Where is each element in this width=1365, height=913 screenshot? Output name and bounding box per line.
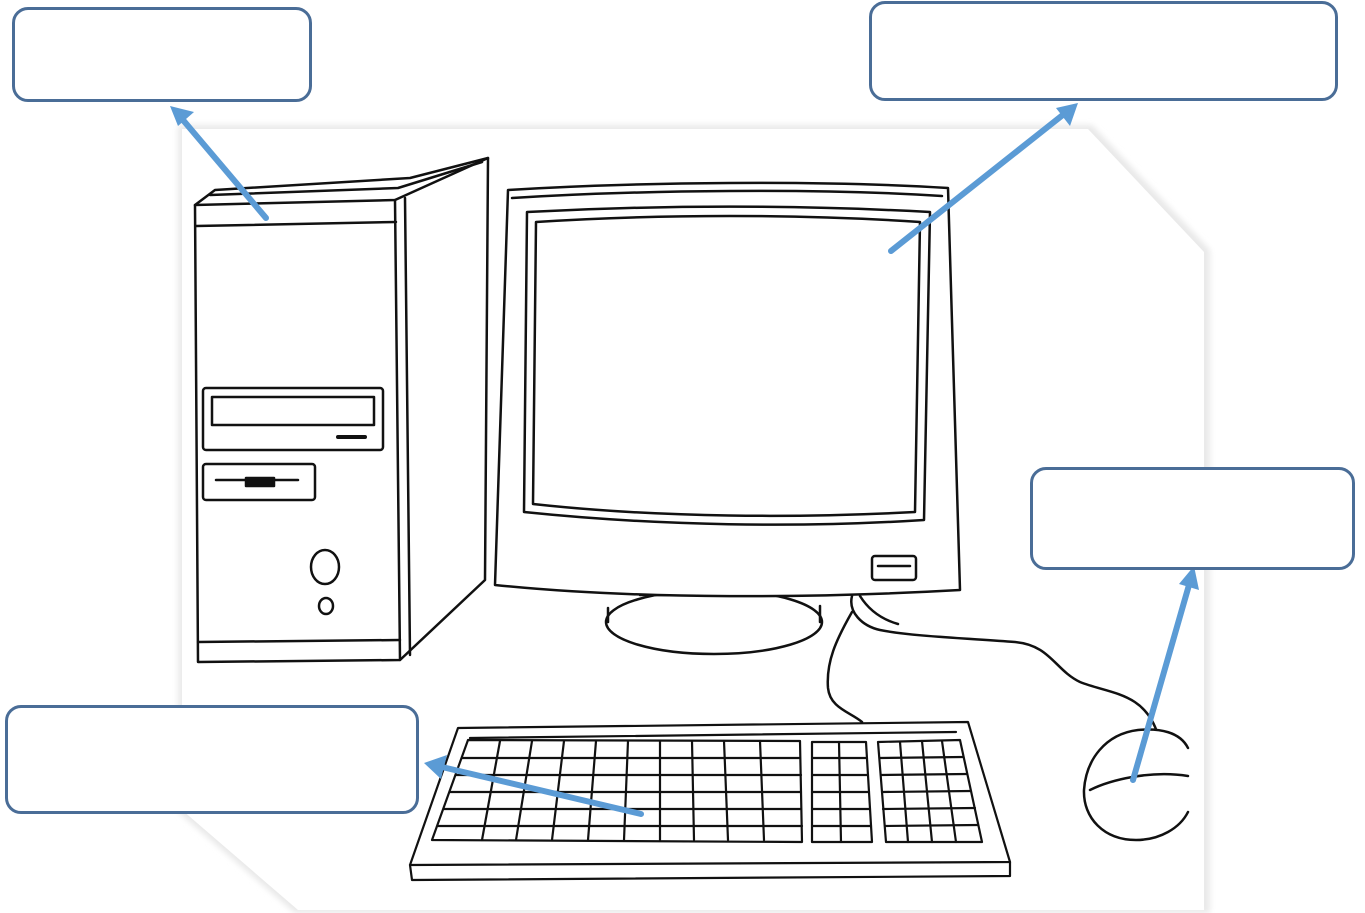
mouse-label-box[interactable]	[1030, 467, 1355, 570]
tower-label-box[interactable]	[12, 7, 312, 102]
keyboard-drawing	[410, 722, 1010, 880]
keyboard-label-box[interactable]	[5, 705, 419, 814]
monitor-label-box[interactable]	[869, 1, 1338, 101]
tower-drawing	[195, 158, 488, 662]
